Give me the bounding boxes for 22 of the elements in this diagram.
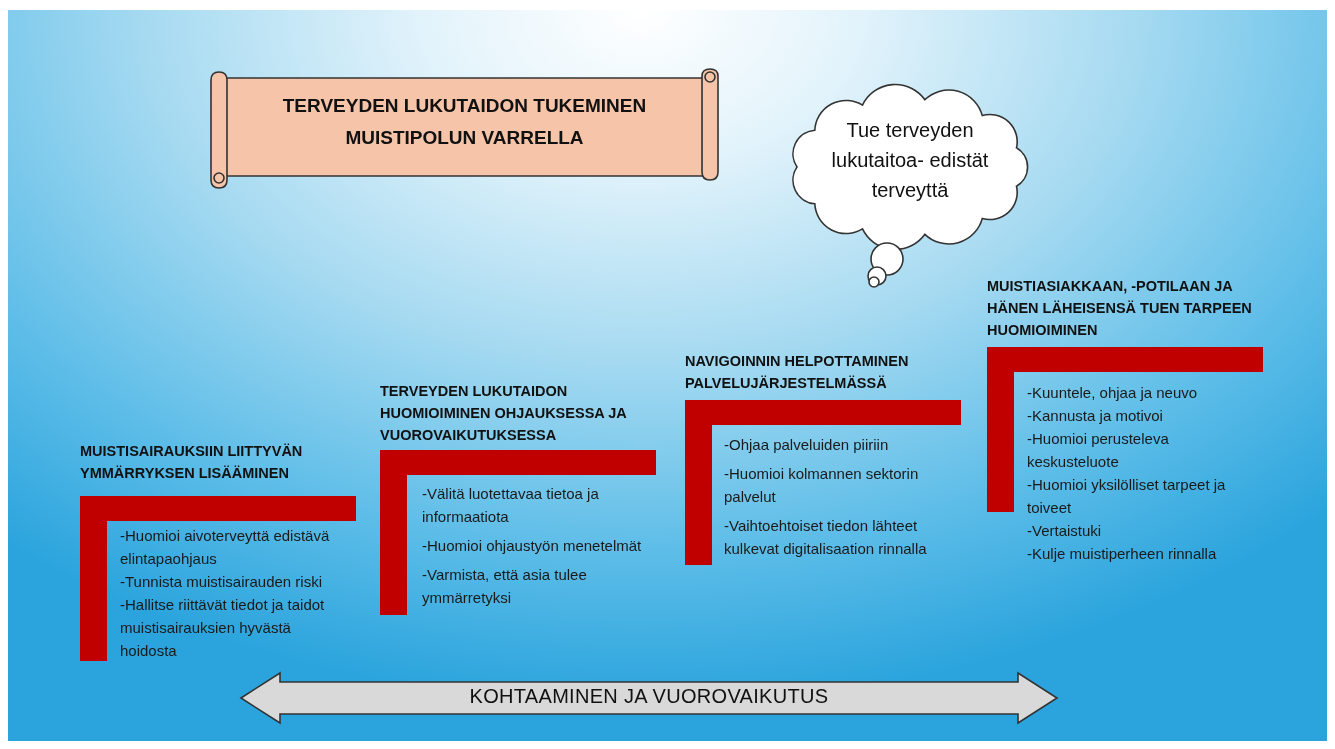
step-heading: MUISTISAIRAUKSIIN LIITTYVÄN YMMÄRRYKSEN LISÄÄMINEN — [80, 442, 304, 483]
bullet-text: -Huomioi kolmannen sektorin palvelut — [724, 464, 920, 507]
bullet-text: -Huomioi aivoterveyttä edistävä elintapaohjaus — [120, 526, 331, 569]
bullet-text: -Huomioi yksilölliset tarpeet ja toiveet — [1027, 475, 1227, 518]
bullet-text: -Huomioi ohjaustyön menetelmät — [422, 536, 643, 556]
bullet-text: -Kannusta ja motivoi — [1027, 406, 1164, 426]
bullet-text: -Kulje muistiperheen rinnalla — [1027, 544, 1218, 564]
bullet-text: -Vaihtoehtoiset tiedon lähteet kulkevat digitalisaation rinnalla — [724, 516, 928, 559]
bullet-text: -Välitä luotettavaa tietoa ja informaatiota — [422, 484, 600, 527]
bullet-text: -Tunnista muistisairauden riski — [120, 572, 324, 592]
bullet-text: -Huomioi perusteleva keskusteluote — [1027, 429, 1170, 472]
step-heading: MUISTIASIAKKAAN, -POTILAAN JA HÄNEN LÄHEISENSÄ TUEN TARPEEN HUOMIOIMINEN — [987, 277, 1253, 340]
bullet-text: -Kuuntele, ohjaa ja neuvo — [1027, 383, 1199, 403]
bullet-text: -Varmista, että asia tulee ymmärretyksi — [422, 565, 588, 608]
step-heading: NAVIGOINNIN HELPOTTAMINEN PALVELUJÄRJESTELMÄSSÄ — [685, 352, 910, 393]
bullet-text: -Vertaistuki — [1027, 521, 1103, 541]
bullet-text: -Hallitse riittävät tiedot ja taidot muistisairauksien hyvästä hoidosta — [120, 595, 326, 661]
arrow-label: KOHTAAMINEN JA VUOROVAIKUTUS — [468, 685, 830, 708]
step-heading: TERVEYDEN LUKUTAIDON HUOMIOIMINEN OHJAUKSESSA JA VUOROVAIKUTUKSESSA — [380, 382, 628, 445]
title-text: TERVEYDEN LUKUTAIDON TUKEMINEN MUISTIPOLUN VARRELLA — [281, 94, 648, 150]
bullet-text: -Ohjaa palveluiden piiriin — [724, 435, 890, 455]
cloud-text: Tue terveyden lukutaitoa- edistät terveyttä — [830, 118, 990, 203]
